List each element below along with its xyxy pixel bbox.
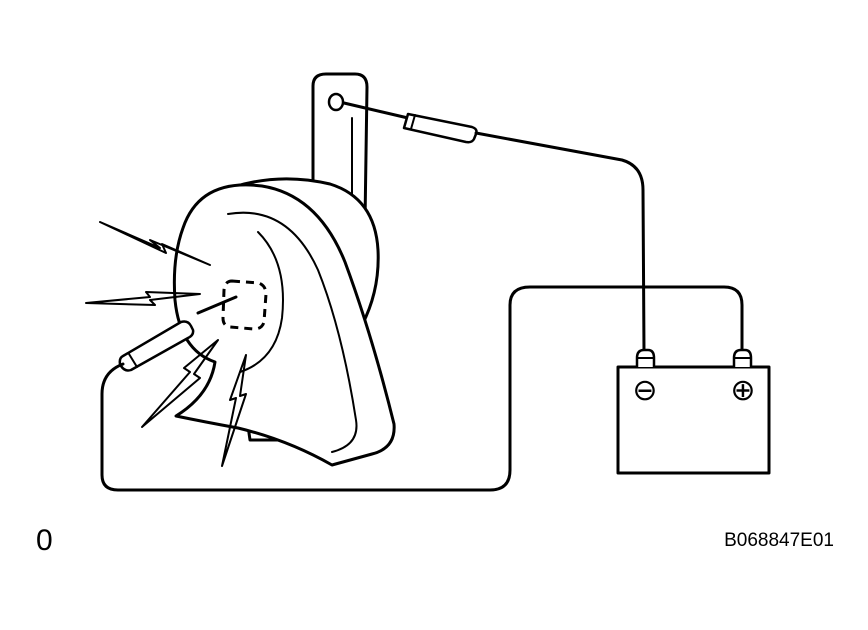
figure-id: B068847E01 xyxy=(724,530,834,551)
horn-bell-rim xyxy=(239,231,284,373)
horn-front-bell-inner xyxy=(227,211,358,453)
bracket-hole xyxy=(327,92,345,112)
sound-bolt-3 xyxy=(141,339,219,428)
wire-horn-terminal xyxy=(196,295,238,315)
sound-bolt-4 xyxy=(221,354,247,467)
horn-icon xyxy=(172,72,396,467)
positive-terminal-symbol: ⊕ xyxy=(730,373,755,408)
battery-icon: ⊖ ⊕ xyxy=(616,348,771,475)
horn-front-bell xyxy=(172,183,396,467)
sound-bolt-1 xyxy=(99,221,211,266)
wire-loop-to-positive xyxy=(100,285,744,492)
wire-top-lead xyxy=(342,101,410,120)
negative-terminal-symbol: ⊖ xyxy=(632,373,657,408)
probe-top xyxy=(402,112,478,144)
corner-mark: 0 xyxy=(36,524,53,557)
wire-to-negative xyxy=(474,131,646,354)
probe-bottom xyxy=(118,320,195,372)
battery-case xyxy=(616,365,771,475)
sound-bolt-2 xyxy=(85,291,201,306)
sound-lines xyxy=(85,221,247,467)
